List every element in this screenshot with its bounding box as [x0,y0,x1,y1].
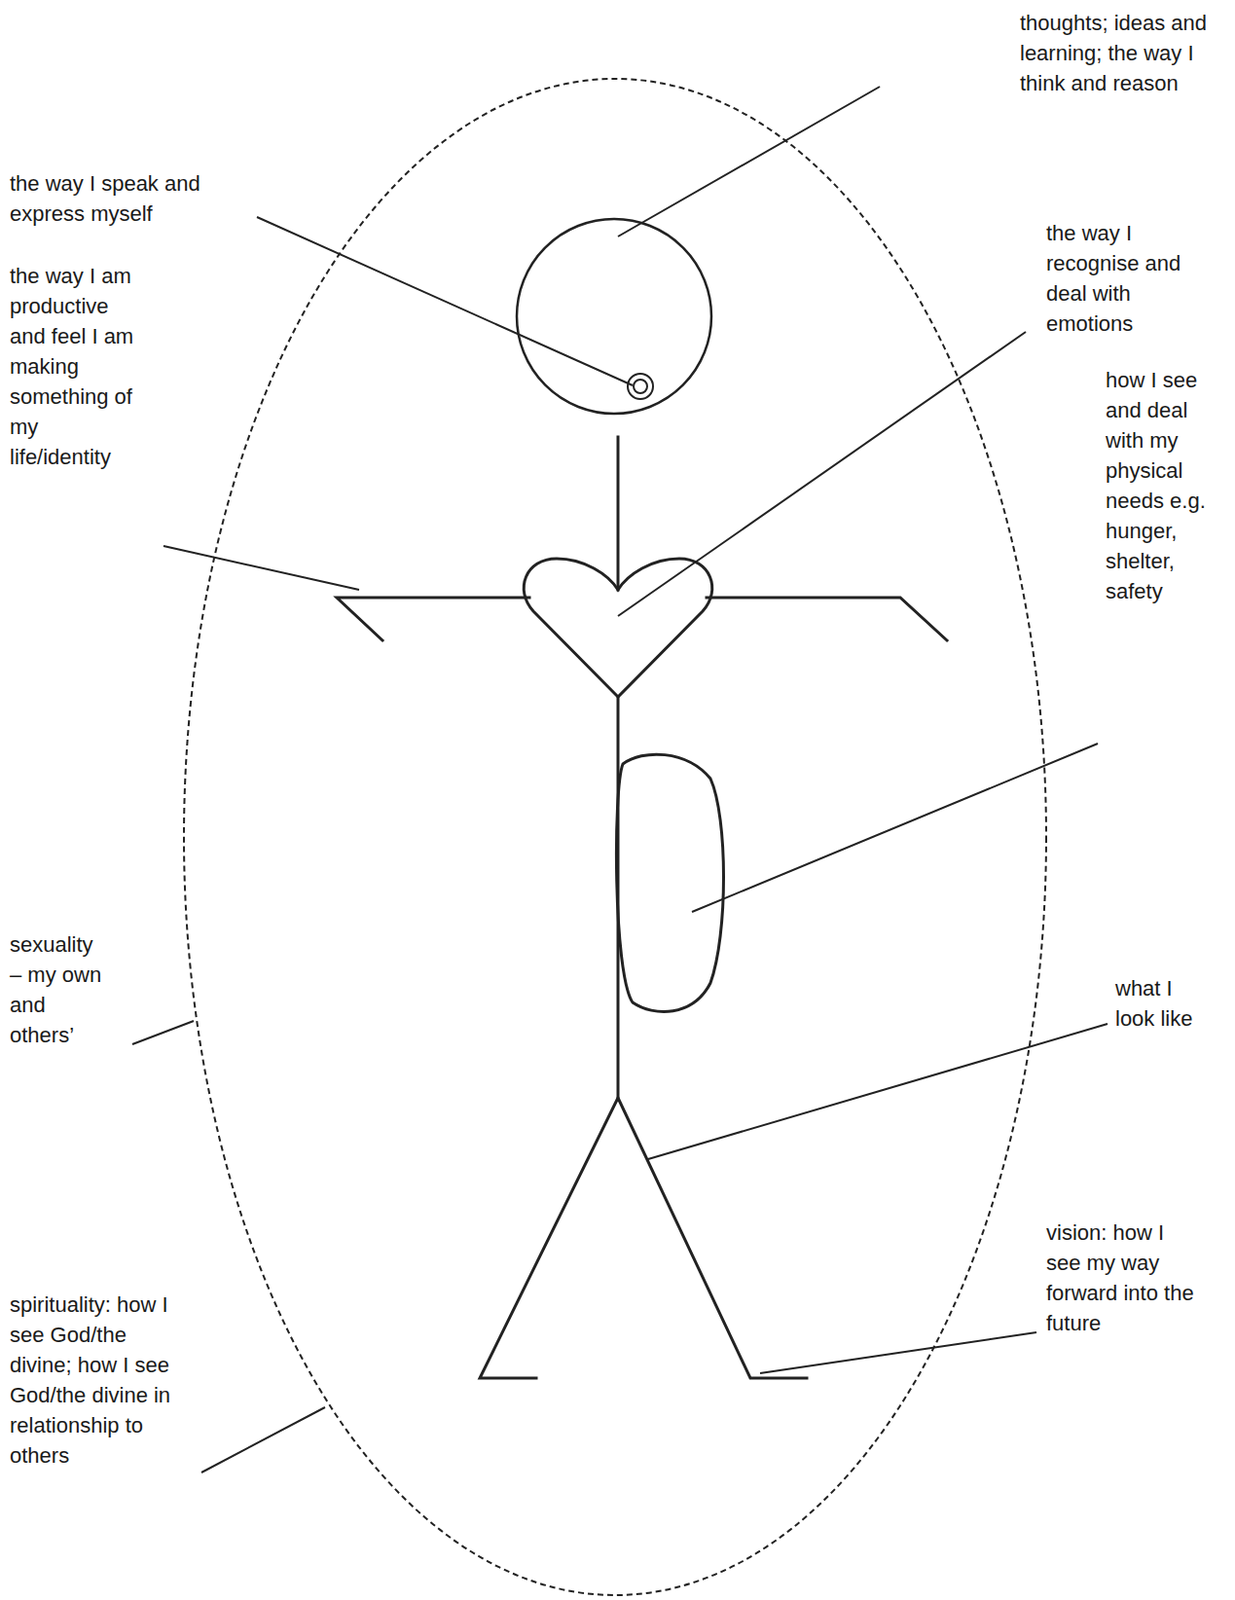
callout-label: the way I speak and express myself [9,168,244,229]
callout-label: how I see and deal with my physical need… [1105,364,1209,607]
dashed-boundary [183,78,1047,1596]
callout-label: vision: how I see my way forward into th… [1046,1217,1202,1339]
callout-label: the way I am productive and feel I am ma… [9,260,137,473]
callout-label: sexuality – my own and others’ [9,929,105,1051]
callout-label: thoughts; ideas and learning; the way I … [1019,7,1230,99]
callout-label: what I look like [1115,973,1213,1034]
callout-label: the way I recognise and deal with emotio… [1046,217,1202,339]
leader-lines [132,86,1108,1473]
figure [336,218,947,1379]
callout-label: spirituality: how I see God/the divine; … [9,1289,174,1471]
